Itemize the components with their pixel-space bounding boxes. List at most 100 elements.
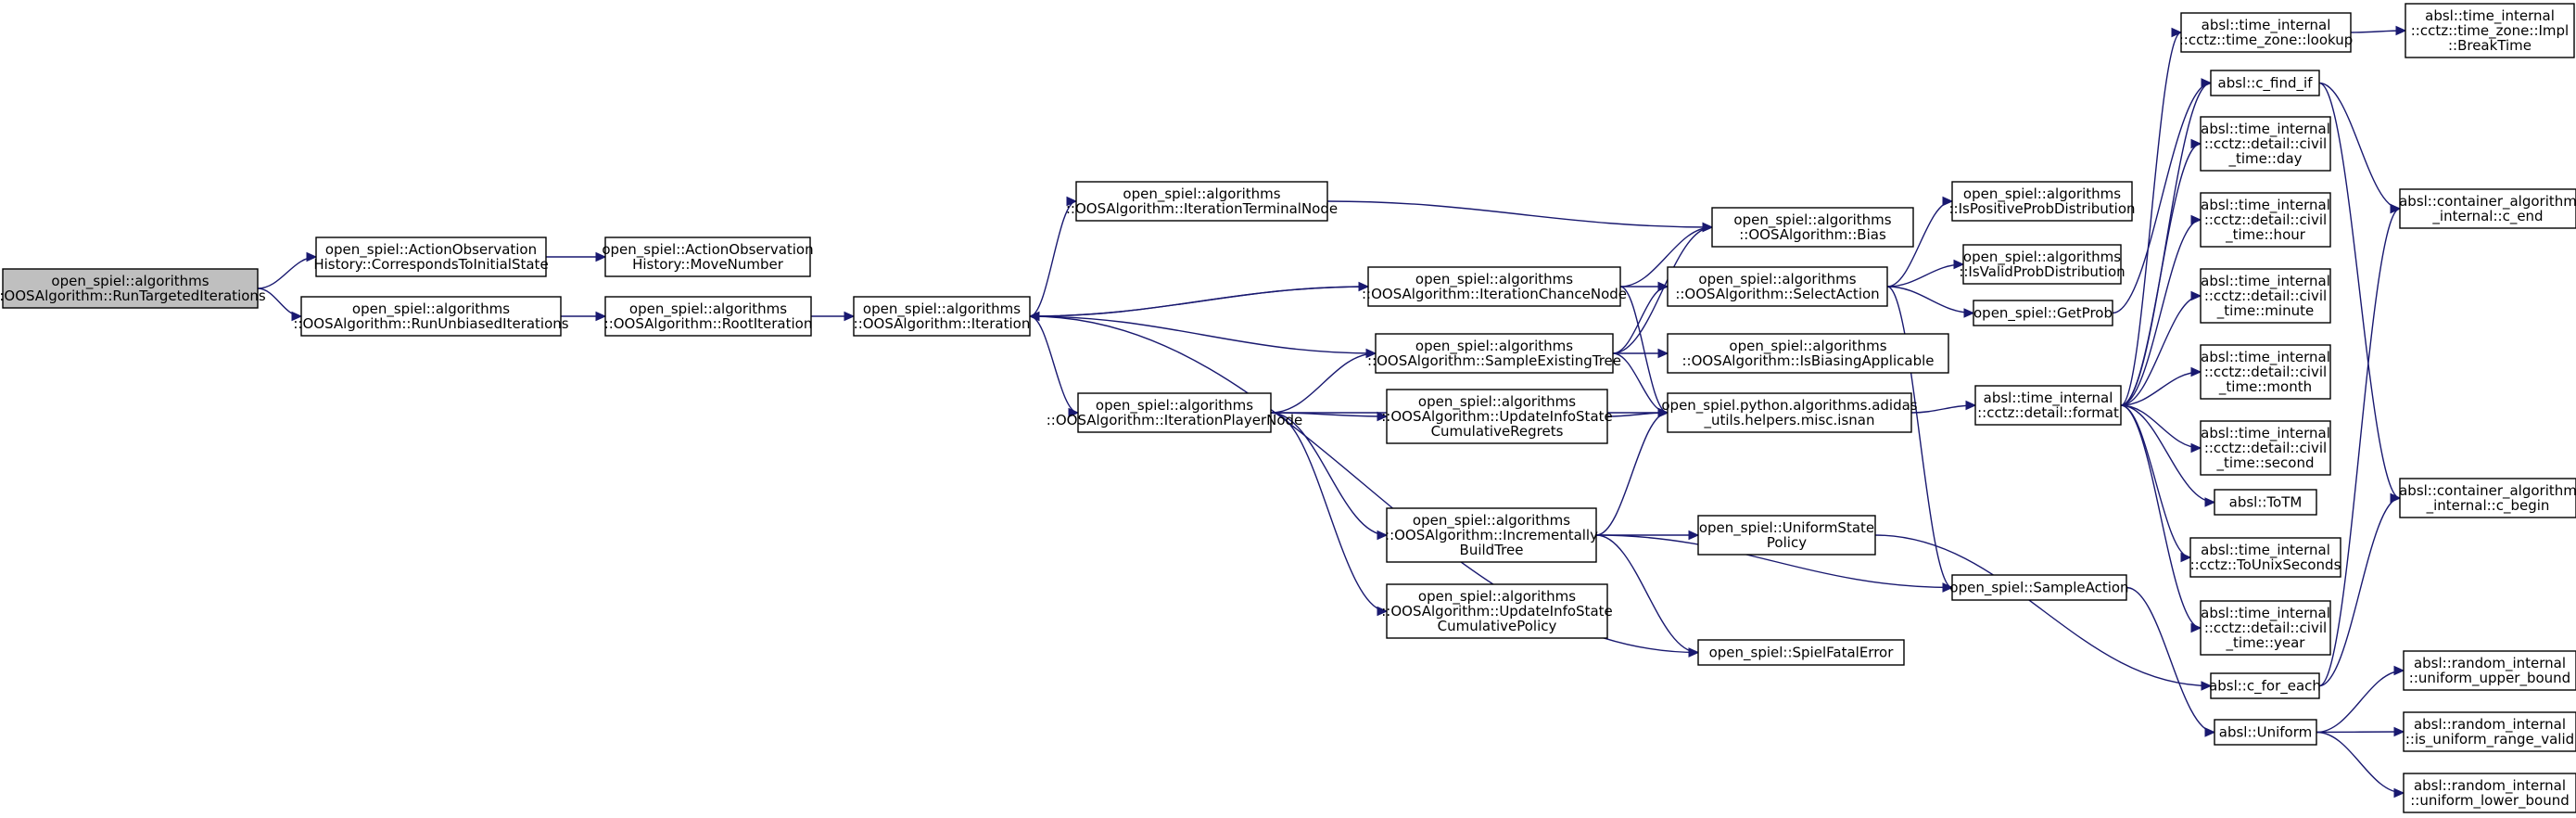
edge-line [2120, 404, 2215, 504]
node-label-line: open_spiel::algorithms [863, 300, 1021, 318]
graph-node-unbiased[interactable]: open_spiel::algorithms::OOSAlgorithm::Ru… [293, 296, 569, 337]
graph-node-isnan[interactable]: open_spiel.python.algorithms.adidas_util… [1661, 392, 1918, 433]
graph-node-updregrets[interactable]: open_spiel::algorithms::OOSAlgorithm::Up… [1381, 389, 1613, 444]
graph-node-cforeach[interactable]: absl::c_for_each [2209, 672, 2321, 699]
graph-node-day[interactable]: absl::time_internal::cctz::detail::civil… [2200, 116, 2331, 172]
node-label-line: absl::time_internal [2201, 542, 2330, 559]
node-label-line: open_spiel::SampleAction [1949, 580, 2128, 597]
graph-node-cfindif[interactable]: absl::c_find_if [2210, 70, 2320, 96]
node-label-line: open_spiel::algorithms [1096, 397, 1253, 415]
edge-line [1595, 412, 1669, 536]
graph-node-breaktime[interactable]: absl::time_internal::cctz::time_zone::Im… [2405, 3, 2575, 58]
node-box [1711, 207, 1914, 248]
arrowhead [2201, 78, 2213, 88]
graph-node-sampleexist[interactable]: open_spiel::algorithms::OOSAlgorithm::Sa… [1367, 333, 1621, 374]
edge-corresp-to-movenum [546, 251, 607, 262]
graph-node-cend[interactable]: absl::container_algorithm_internal::c_en… [2399, 188, 2576, 229]
node-label-line: absl::ToTM [2229, 494, 2303, 511]
node-label-line: History::CorrespondsToInitialState [313, 256, 548, 273]
graph-node-totm[interactable]: absl::ToTM [2214, 489, 2317, 516]
edge-iteration-to-terminal [1029, 196, 1078, 317]
graph-node-updpolicy[interactable]: open_spiel::algorithms::OOSAlgorithm::Up… [1381, 583, 1613, 639]
graph-node-isvalid[interactable]: open_spiel::algorithms::IsValidProbDistr… [1959, 244, 2126, 285]
edge-line [2112, 82, 2212, 314]
arrowhead [2190, 138, 2202, 149]
arrowhead [2393, 787, 2405, 799]
graph-node-tounix[interactable]: absl::time_internal::cctz::ToUnixSeconds [2189, 537, 2341, 578]
node-label-line: absl::Uniform [2219, 724, 2312, 741]
node-label-line: ::cctz::ToUnixSeconds [2190, 556, 2341, 573]
node-label-line: _time::year [2226, 634, 2306, 652]
node-label-line: open_spiel::GetProb [1973, 305, 2113, 323]
graph-node-second[interactable]: absl::time_internal::cctz::detail::civil… [2200, 420, 2331, 476]
edge-selectaction-to-isvalid [1886, 259, 1965, 288]
graph-node-month[interactable]: absl::time_internal::cctz::detail::civil… [2200, 344, 2331, 400]
node-label-line: ::OOSAlgorithm::IterationChanceNode [1362, 286, 1627, 302]
graph-node-iteration[interactable]: open_spiel::algorithms::OOSAlgorithm::It… [853, 296, 1031, 337]
graph-node-corresp[interactable]: open_spiel::ActionObservationHistory::Co… [313, 236, 549, 277]
graph-node-movenum[interactable]: open_spiel::ActionObservationHistory::Mo… [602, 236, 814, 277]
node-label-line: absl::time_internal [2201, 121, 2330, 138]
edge-format-to-year [2120, 404, 2202, 633]
node-label-line: absl::time_internal [2201, 197, 2330, 214]
graph-node-sampleaction[interactable]: open_spiel::SampleAction [1949, 574, 2129, 601]
graph-node-upperbound[interactable]: absl::random_internal::uniform_upper_bou… [2403, 650, 2576, 691]
arrowhead [2393, 726, 2405, 737]
edge-line [2316, 670, 2405, 734]
node-label-line: _internal::c_end [2431, 208, 2543, 225]
arrowhead [844, 311, 856, 322]
graph-node-ispositive[interactable]: open_spiel::algorithms::IsPositiveProbDi… [1949, 181, 2136, 222]
graph-node-player[interactable]: open_spiel::algorithms::OOSAlgorithm::It… [1047, 392, 1303, 433]
edge-format-to-tounix [2120, 404, 2192, 563]
node-label-line: ::IsValidProbDistribution [1959, 263, 2125, 280]
graph-node-chance[interactable]: open_spiel::algorithms::OOSAlgorithm::It… [1362, 266, 1627, 307]
node-box [2210, 672, 2320, 699]
graph-node-selectaction[interactable]: open_spiel::algorithms::OOSAlgorithm::Se… [1667, 266, 1888, 307]
graph-node-rootiter[interactable]: open_spiel::algorithms::OOSAlgorithm::Ro… [604, 296, 813, 337]
arrowhead [1942, 582, 1954, 593]
node-box [2200, 268, 2331, 324]
edge-line [2318, 82, 2401, 499]
graph-node-cbegin[interactable]: absl::container_algorithm_internal::c_be… [2399, 478, 2576, 518]
graph-node-lowerbound[interactable]: absl::random_internal::uniform_lower_bou… [2403, 773, 2576, 813]
graph-node-uniform[interactable]: absl::Uniform [2214, 719, 2317, 746]
node-label-line: open_spiel::algorithms [1963, 249, 2121, 266]
node-label-line: _time::hour [2225, 226, 2306, 244]
graph-node-isbiasing[interactable]: open_spiel::algorithms::OOSAlgorithm::Is… [1667, 333, 1949, 374]
arrowhead [1953, 259, 1965, 270]
graph-node-root[interactable]: open_spiel::algorithms::OOSAlgorithm::Ru… [0, 268, 266, 309]
edge-uniform-to-rangevalid [2316, 726, 2405, 737]
edge-line [2316, 731, 2405, 734]
node-box [1962, 244, 2122, 285]
graph-node-minute[interactable]: absl::time_internal::cctz::detail::civil… [2200, 268, 2331, 324]
node-label-line: absl::random_internal [2414, 716, 2566, 734]
node-label-line: absl::random_internal [2414, 655, 2566, 672]
graph-node-getprob[interactable]: open_spiel::GetProb [1973, 300, 2113, 326]
graph-node-format[interactable]: absl::time_internal::cctz::detail::forma… [1974, 385, 2122, 426]
graph-node-year[interactable]: absl::time_internal::cctz::detail::civil… [2200, 600, 2331, 656]
edge-line [1595, 534, 1953, 589]
node-label-line: open_spiel::ActionObservation [325, 241, 537, 259]
node-box [1386, 583, 1608, 639]
graph-node-hour[interactable]: absl::time_internal::cctz::detail::civil… [2200, 192, 2331, 248]
node-box [2399, 478, 2576, 518]
graph-node-incbuild[interactable]: open_spiel::algorithms::OOSAlgorithm::In… [1385, 507, 1598, 563]
arrowhead [2204, 497, 2216, 507]
arrowhead [1377, 411, 1389, 422]
node-box [300, 296, 562, 337]
graph-node-fatal[interactable]: open_spiel::SpielFatalError [1697, 639, 1905, 666]
node-label-line: absl::time_internal [2201, 605, 2330, 622]
edge-format-to-second [2120, 404, 2202, 454]
arrowhead [1377, 606, 1389, 617]
edge-sampleexist-to-selectaction [1612, 281, 1669, 354]
node-label-line: open_spiel::algorithms [1418, 393, 1576, 411]
graph-node-lookup[interactable]: absl::time_internal::cctz::time_zone::lo… [2179, 12, 2354, 53]
graph-node-bias[interactable]: open_spiel::algorithms::OOSAlgorithm::Bi… [1711, 207, 1914, 248]
graph-node-terminal[interactable]: open_spiel::algorithms::OOSAlgorithm::It… [1066, 181, 1338, 222]
edge-line [2120, 295, 2202, 406]
node-label-line: absl::time_internal [2201, 273, 2330, 290]
graph-node-rangevalid[interactable]: absl::random_internal::is_uniform_range_… [2403, 711, 2576, 752]
node-box [2403, 773, 2576, 813]
edges-layer [257, 25, 2407, 799]
